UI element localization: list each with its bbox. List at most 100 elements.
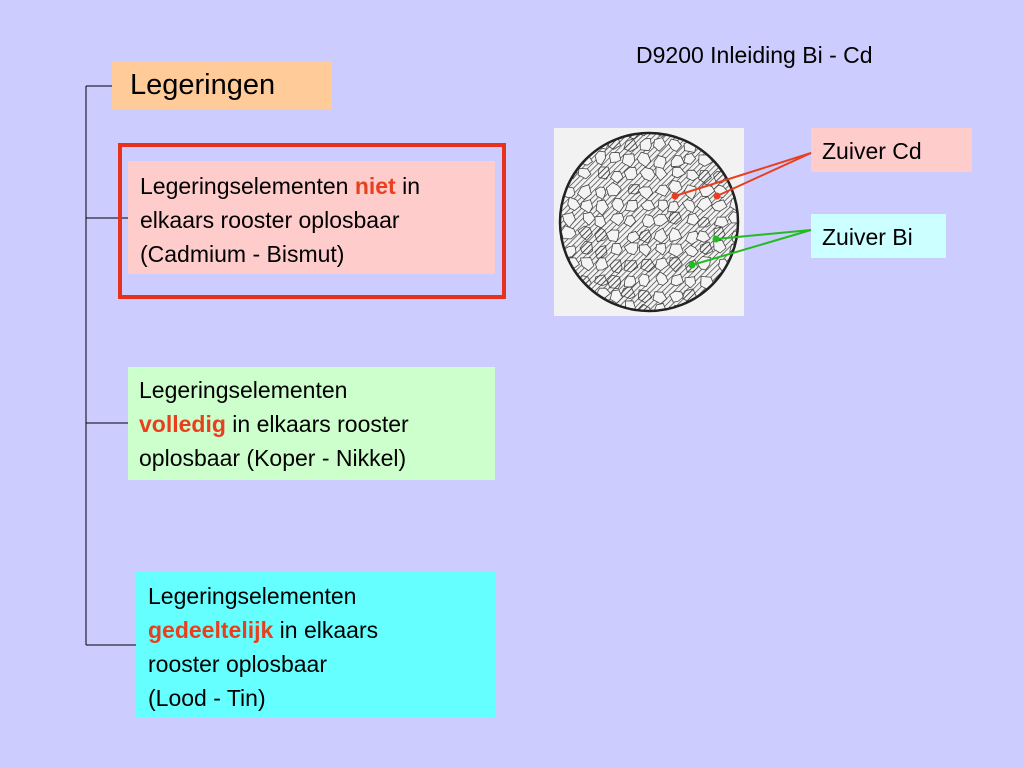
- grain: [713, 239, 727, 254]
- grain: [653, 227, 668, 244]
- grain: [624, 199, 639, 212]
- box1-line1: Legeringselementen niet in: [140, 169, 495, 203]
- grain: [636, 151, 652, 168]
- box2-text-post: in elkaars rooster: [225, 411, 409, 437]
- grain: [686, 212, 701, 226]
- grain: [640, 258, 656, 273]
- grain: [638, 244, 652, 258]
- grain: [653, 137, 667, 152]
- grain: [667, 138, 683, 152]
- grain: [609, 259, 623, 274]
- grain: [611, 197, 625, 213]
- cd-arrow-2: [716, 152, 812, 197]
- grain: [577, 225, 593, 242]
- box3-line2: gedeeltelijk in elkaars: [148, 613, 495, 647]
- grain: [655, 271, 669, 286]
- grain: [671, 166, 687, 179]
- box1-line3: (Cadmium - Bismut): [140, 241, 345, 267]
- grain: [623, 215, 637, 228]
- grain: [668, 211, 683, 225]
- grain: [683, 184, 697, 201]
- grain: [710, 199, 728, 212]
- grain: [669, 290, 684, 303]
- cd-arrow-1-dot: [671, 192, 679, 200]
- grain: [621, 153, 636, 168]
- grain: [595, 245, 608, 259]
- grain: [605, 229, 620, 243]
- grain: [655, 166, 668, 182]
- sample-outline: [558, 131, 740, 313]
- box1-text-post: in: [395, 173, 421, 199]
- slide-header: D9200 Inleiding Bi - Cd: [636, 42, 873, 68]
- grain: [582, 211, 596, 226]
- grain: [609, 289, 623, 304]
- grain: [623, 260, 639, 273]
- highlight-frame: [118, 143, 506, 299]
- grain: [620, 286, 636, 300]
- grain: [597, 166, 611, 180]
- grain: [594, 274, 609, 287]
- grain: [576, 184, 592, 201]
- grain: [639, 138, 652, 152]
- box2-line2: volledig in elkaars rooster: [139, 407, 495, 441]
- grain: [638, 273, 650, 287]
- grain: [657, 199, 669, 213]
- grain: [605, 182, 622, 197]
- grain: [667, 201, 680, 213]
- grain: [698, 170, 712, 184]
- title-box: Legeringen: [112, 61, 332, 110]
- grain: [595, 186, 607, 200]
- label-pure-cd: Zuiver Cd: [811, 128, 972, 172]
- grain: [610, 242, 623, 256]
- cd-arrow-2-dot: [713, 192, 721, 200]
- grain: [640, 199, 656, 212]
- microstructure-image: [554, 128, 744, 316]
- box1-emphasis: niet: [354, 173, 396, 199]
- grain: [580, 257, 595, 272]
- grain: [695, 230, 711, 243]
- grain: [668, 227, 683, 242]
- grain: [683, 152, 697, 165]
- grain: [609, 152, 622, 163]
- grain: [670, 273, 684, 287]
- grain: [623, 242, 639, 256]
- grain: [652, 291, 668, 305]
- grain: [654, 184, 670, 197]
- grain: [595, 199, 609, 216]
- box3-text-post: in elkaars: [273, 617, 379, 643]
- grain: [699, 241, 714, 255]
- grain: [567, 196, 581, 211]
- grain: [684, 276, 696, 289]
- grain: [686, 169, 700, 182]
- bi-arrow-2-dot: [688, 261, 696, 269]
- grain: [577, 167, 592, 180]
- box3-emphasis: gedeeltelijk: [148, 617, 274, 643]
- grain: [685, 230, 700, 245]
- grain: [627, 184, 642, 195]
- grain: [713, 216, 729, 228]
- alloy-box-not-soluble: Legeringselementen niet in elkaars roost…: [128, 161, 495, 274]
- grain: [670, 154, 685, 168]
- grain: [639, 167, 656, 182]
- grain: [594, 227, 608, 243]
- box1-line2: elkaars rooster oplosbaar: [140, 207, 400, 233]
- grain: [696, 216, 711, 228]
- grain: [684, 244, 699, 258]
- box2-emphasis: volledig: [139, 411, 226, 437]
- box2-line3: oplosbaar (Koper - Nikkel): [139, 445, 407, 471]
- grain: [626, 230, 641, 244]
- box3-line1: Legeringselementen: [148, 583, 357, 609]
- cd-arrow-1: [674, 152, 812, 197]
- bi-arrow-1-dot: [712, 235, 720, 243]
- grain: [609, 212, 625, 227]
- grain: [637, 133, 650, 137]
- box2-line1: Legeringselementen: [139, 377, 348, 403]
- grain: [594, 215, 607, 229]
- grain: [654, 257, 670, 272]
- label-pure-bi: Zuiver Bi: [811, 214, 946, 258]
- grain: [562, 212, 576, 229]
- grain: [609, 170, 624, 184]
- grain: [681, 199, 696, 214]
- grain: [638, 229, 652, 244]
